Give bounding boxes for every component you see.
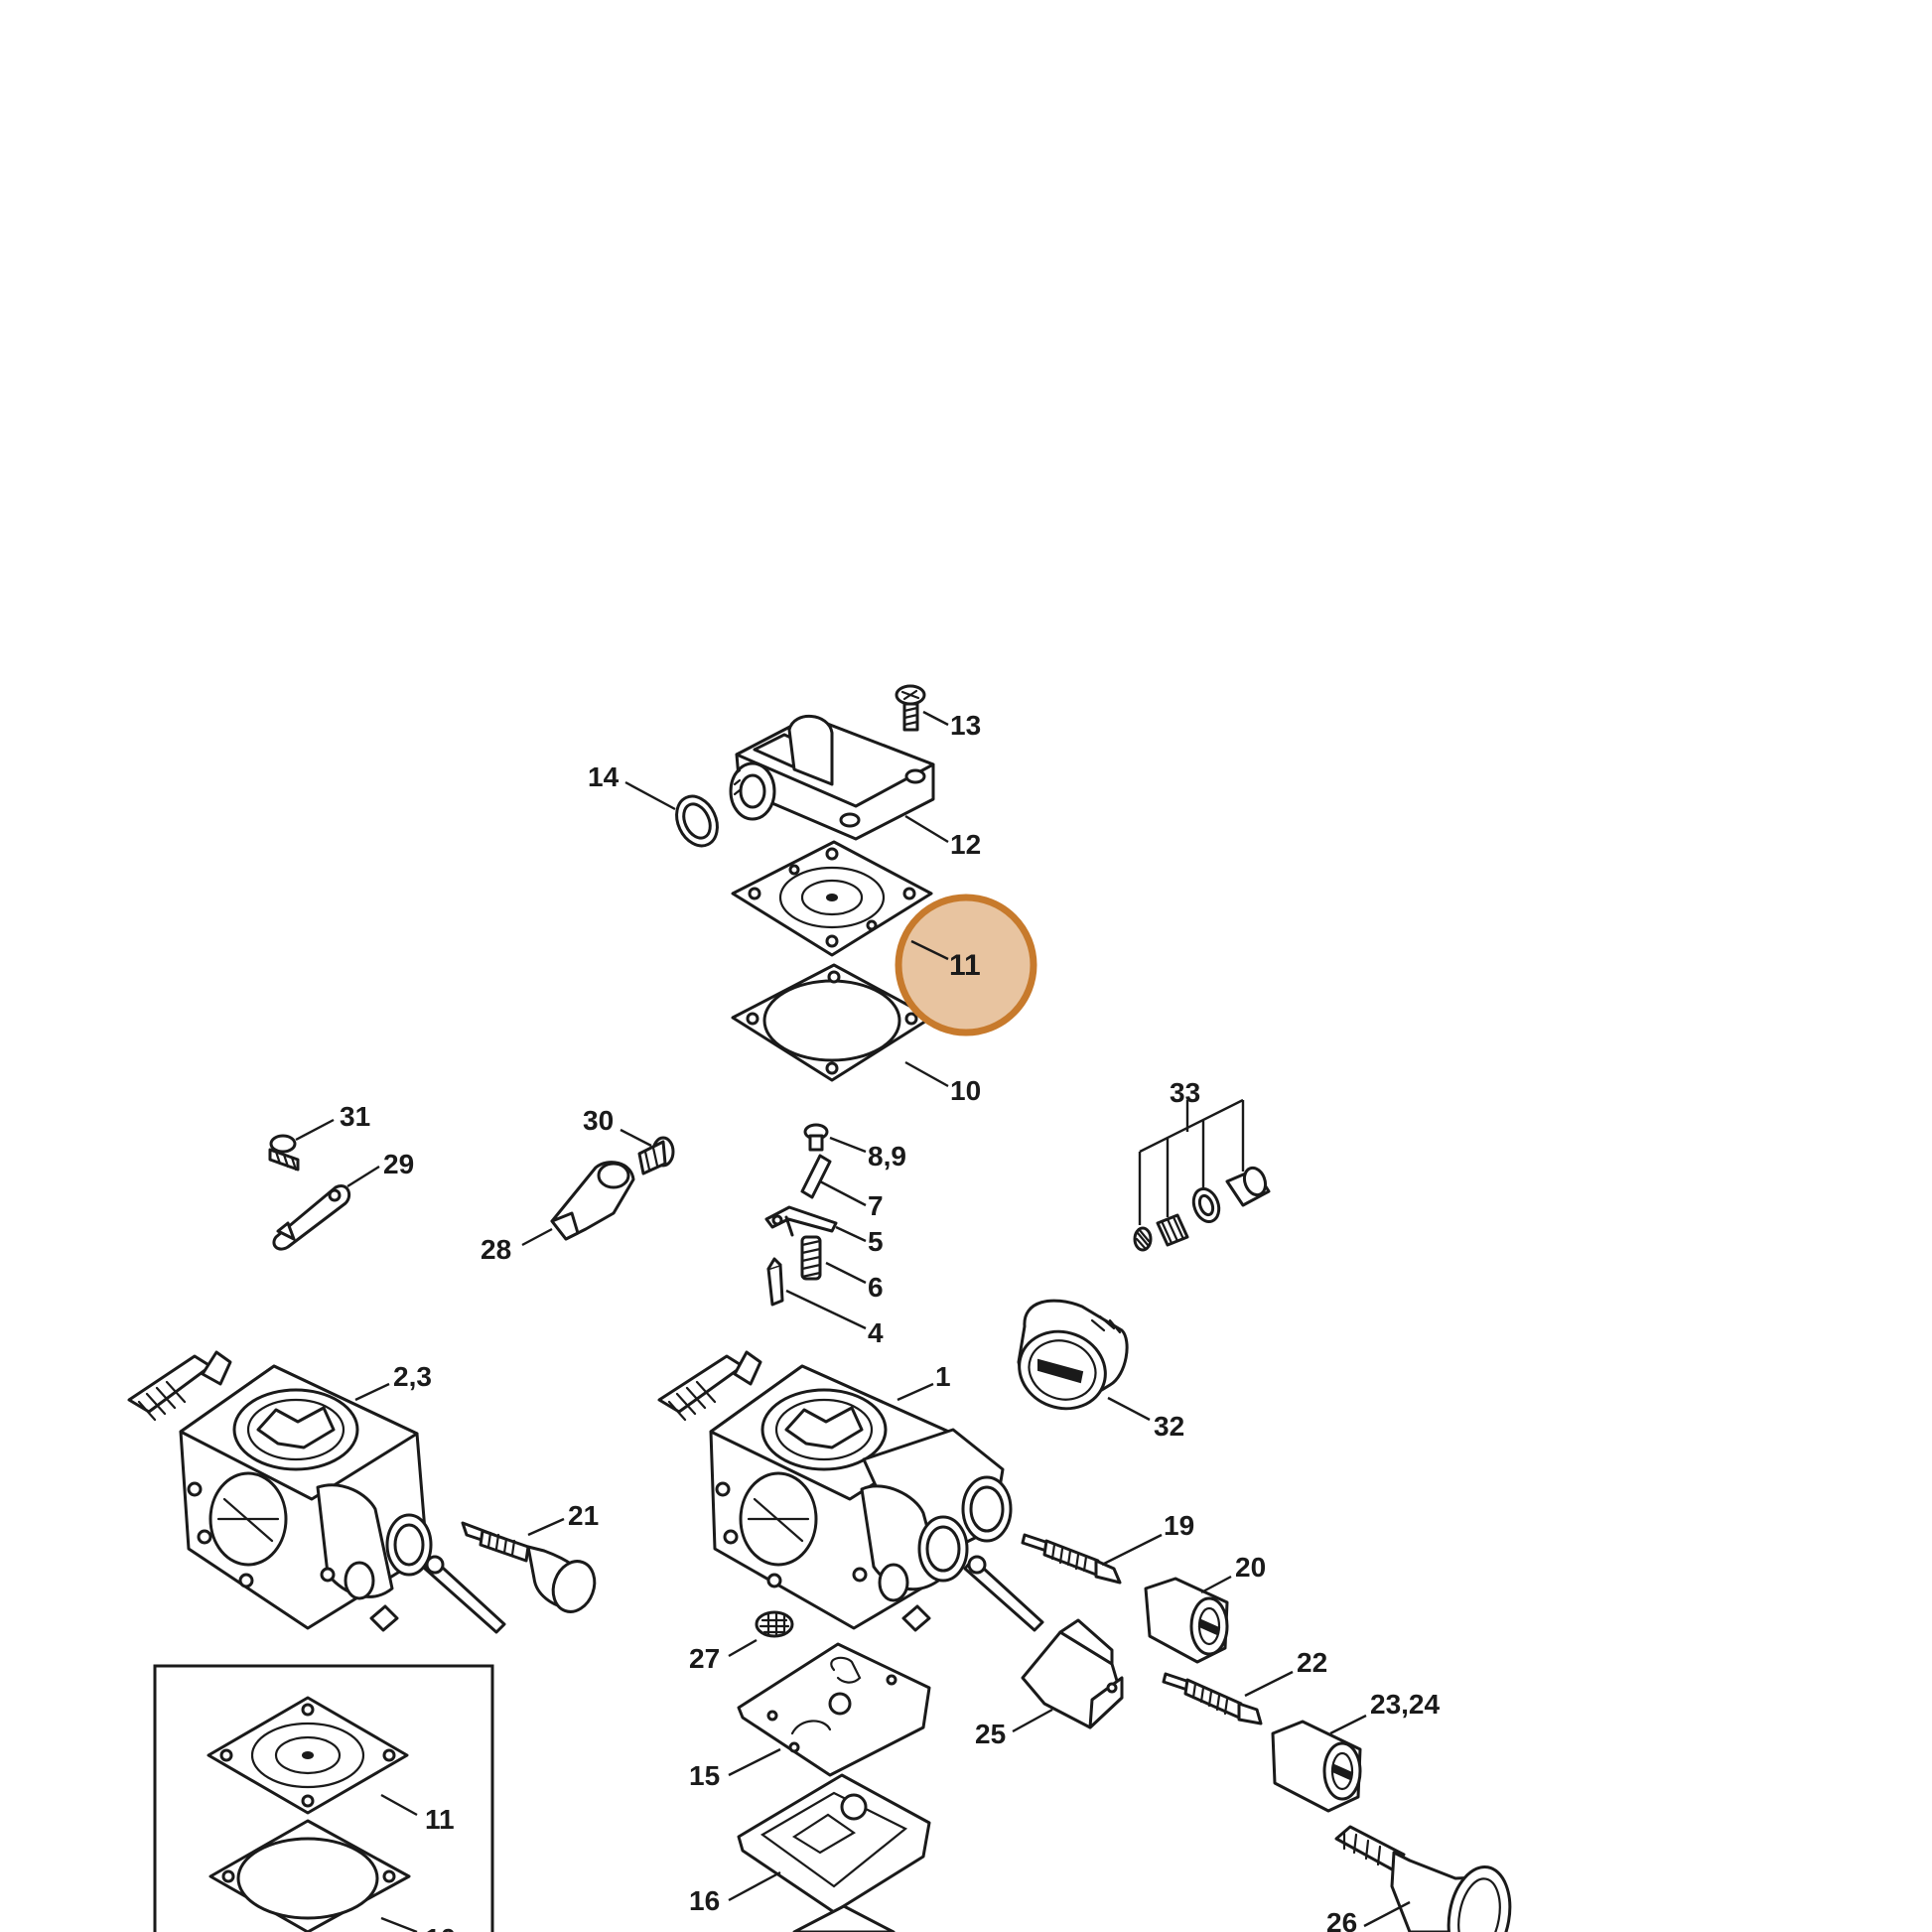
callout-12[interactable]: 12 [950,829,981,860]
callout-10-inset[interactable]: 10 [425,1923,456,1932]
part-23-24-limiter-cap[interactable] [1271,1720,1362,1813]
callout-14[interactable]: 14 [588,761,620,792]
callout-26[interactable]: 26 [1326,1907,1357,1932]
callout-2-3[interactable]: 2,3 [393,1361,432,1392]
callout-10[interactable]: 10 [950,1075,981,1106]
part-20-limiter-cap[interactable] [1144,1577,1229,1664]
part-8-9-screw[interactable] [803,1123,829,1152]
highlight-marker[interactable] [895,894,1037,1036]
part-28-lever[interactable] [550,1161,635,1241]
callout-20[interactable]: 20 [1235,1552,1266,1583]
callout-13[interactable]: 13 [950,710,981,741]
callout-28[interactable]: 28 [481,1234,511,1265]
part-7-pin[interactable] [800,1154,832,1199]
callout-27[interactable]: 27 [689,1643,720,1674]
callout-5[interactable]: 5 [868,1226,884,1257]
callout-30[interactable]: 30 [583,1105,614,1136]
part-22-adjust-screw[interactable] [1162,1672,1263,1725]
part-33-kit[interactable] [1133,1165,1271,1252]
callout-1[interactable]: 1 [935,1361,951,1392]
callout-29[interactable]: 29 [383,1149,414,1179]
part-15-metering-diaphragm[interactable] [737,1642,931,1777]
part-13-screw[interactable] [895,684,926,732]
callout-22[interactable]: 22 [1297,1647,1327,1678]
callout-31[interactable]: 31 [340,1101,370,1132]
part-1-throttle-lever[interactable] [963,1555,1044,1632]
callout-21[interactable]: 21 [568,1500,599,1531]
callout-4[interactable]: 4 [868,1317,884,1348]
part-2-3-throttle-lever[interactable] [423,1555,506,1634]
part-30-screw[interactable] [637,1136,675,1175]
part-19-idle-screw[interactable] [1021,1533,1122,1585]
callout-23-24[interactable]: 23,24 [1370,1689,1440,1720]
part-32-cap[interactable] [1009,1299,1129,1421]
inset-part-11-diaphragm[interactable] [207,1696,409,1815]
inset-kit-box [153,1664,494,1932]
callout-16[interactable]: 16 [689,1885,720,1916]
part-6-spring[interactable] [800,1235,822,1281]
callout-6[interactable]: 6 [868,1272,884,1303]
part-10-gasket[interactable] [731,963,933,1082]
callout-11-inset[interactable]: 11 [425,1804,455,1835]
callout-33[interactable]: 33 [1170,1077,1200,1108]
callout-15[interactable]: 15 [689,1760,720,1791]
part-17-partial [792,1904,896,1932]
part-26-funnel[interactable] [1334,1825,1517,1932]
callout-19[interactable]: 19 [1164,1510,1194,1541]
callout-7[interactable]: 7 [868,1190,884,1221]
part-21-adjust-screw[interactable] [461,1521,602,1617]
part-2-3-carburetor[interactable] [127,1350,433,1632]
part-29-lever[interactable] [272,1184,351,1251]
part-1-carburetor[interactable] [657,1350,1013,1632]
part-4-inlet-needle[interactable] [766,1257,784,1307]
part-25-cover[interactable] [1021,1618,1124,1729]
callout-8-9[interactable]: 8,9 [868,1141,906,1172]
callout-25[interactable]: 25 [975,1719,1006,1749]
part-12-pump-cover[interactable] [729,714,935,841]
inset-part-10-gasket[interactable] [208,1819,411,1932]
part-16-gasket[interactable] [737,1773,931,1914]
callout-11-highlighted[interactable]: 11 [949,949,981,982]
part-5-control-lever[interactable] [764,1205,838,1237]
part-31-screw[interactable] [268,1134,300,1172]
part-14-o-ring[interactable] [669,789,725,852]
callout-32[interactable]: 32 [1154,1411,1184,1442]
part-27-fuel-screen[interactable] [755,1610,794,1638]
part-11-pump-diaphragm[interactable] [731,840,933,957]
